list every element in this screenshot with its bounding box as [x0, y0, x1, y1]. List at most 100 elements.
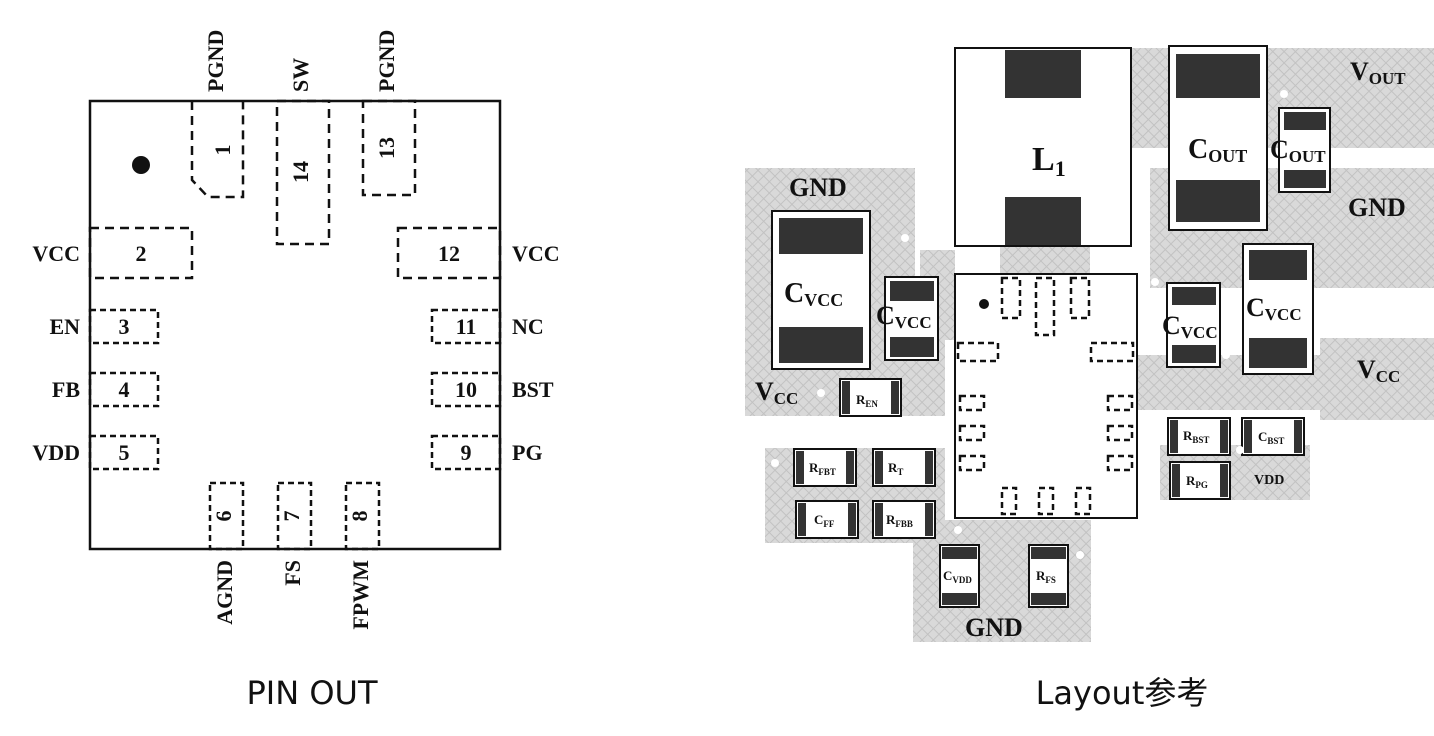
- pad-11: [430, 308, 502, 345]
- cvdd-label: CVDD: [943, 568, 972, 585]
- pin-number-8: 8: [347, 511, 372, 522]
- pin-number-10: 10: [455, 377, 477, 402]
- pin-name-7: FS: [280, 560, 305, 586]
- rbst: RBST: [1167, 417, 1231, 456]
- pin-name-14: SW: [288, 58, 313, 92]
- cvcc-left-small-label: CVCC: [876, 301, 932, 332]
- pin-number-13: 13: [374, 137, 399, 159]
- pad-12: [396, 226, 502, 280]
- rfbt-label: RFBT: [809, 460, 836, 477]
- layout-pin1-dot: [979, 299, 989, 309]
- pin-number-6: 6: [211, 511, 236, 522]
- cbst: CBST: [1241, 417, 1305, 456]
- inductor-l1: L1: [954, 47, 1132, 247]
- pad-6: [208, 481, 245, 551]
- pin-number-1: 1: [210, 145, 235, 156]
- vias: [771, 90, 1288, 559]
- layout-diagram: L1 COUT COUT CVCC CVCC: [745, 45, 1434, 642]
- pad-2: [88, 226, 194, 280]
- rbst-label: RBST: [1183, 428, 1209, 445]
- ic-pad: [958, 424, 986, 442]
- l1-label: L1: [1032, 141, 1066, 181]
- ic-pad: [1106, 424, 1134, 442]
- net-label-vcc-left: VCC: [755, 377, 798, 408]
- pad-13: [361, 99, 417, 197]
- pad-9: [430, 434, 502, 471]
- ic-pad: [1000, 276, 1022, 320]
- pin-number-9: 9: [461, 440, 472, 465]
- net-label-vout: VOUT: [1350, 57, 1406, 88]
- pin-name-5: VDD: [32, 440, 80, 465]
- pin-name-6: AGND: [212, 560, 237, 625]
- net-label-gnd-right: GND: [1348, 193, 1406, 222]
- pad-7: [276, 481, 313, 551]
- net-label-vdd: VDD: [1254, 473, 1284, 488]
- cbst-label: CBST: [1258, 429, 1284, 446]
- pin-number-3: 3: [119, 314, 130, 339]
- cvcc-mid-label: CVCC: [1162, 311, 1218, 342]
- pin-name-8: FPWM: [348, 560, 373, 630]
- net-label-gnd-bottom: GND: [965, 613, 1023, 642]
- ic-pad: [1106, 394, 1134, 412]
- pinout-caption: PIN OUT: [247, 674, 378, 712]
- ic-pad: [956, 341, 1000, 363]
- cvcc-left-large: CVCC: [771, 210, 871, 370]
- cvcc-right: CVCC: [1242, 243, 1314, 375]
- vcc-right-pour: [1320, 338, 1434, 420]
- pin1-marker-dot: [132, 156, 150, 174]
- layout-ic-body: [954, 273, 1138, 519]
- pin-number-14: 14: [288, 161, 313, 183]
- ic-pad: [1069, 276, 1091, 320]
- pin-number-5: 5: [119, 440, 130, 465]
- ic-pad: [1106, 454, 1134, 472]
- ic-pad: [1089, 341, 1135, 363]
- pin-name-13: PGND: [374, 30, 399, 92]
- rfbt: RFBT: [793, 448, 857, 487]
- ic-pad: [958, 454, 986, 472]
- pin-number-2: 2: [136, 241, 147, 266]
- pad-10: [430, 371, 502, 408]
- cvcc-left-large-label: CVCC: [784, 278, 843, 310]
- rfbb: RFBB: [872, 500, 936, 539]
- pin-name-10: BST: [512, 377, 554, 402]
- pin-name-1: PGND: [203, 30, 228, 92]
- ren-label: REN: [856, 392, 878, 409]
- pad-14: [275, 99, 331, 246]
- rpg-label: RPG: [1186, 473, 1208, 490]
- rpg: RPG: [1169, 461, 1231, 500]
- pad-8: [344, 481, 381, 551]
- rt: RT: [872, 448, 936, 487]
- cff-label: CFF: [814, 512, 835, 529]
- ic-pad: [1034, 276, 1056, 337]
- rt-label: RT: [888, 460, 903, 477]
- cvcc-left-small: CVCC: [876, 276, 939, 361]
- cout-large-label: COUT: [1188, 134, 1247, 166]
- pin-number-12: 12: [438, 241, 460, 266]
- pin-number-11: 11: [456, 314, 477, 339]
- cff: CFF: [795, 500, 859, 539]
- cvdd: CVDD: [939, 544, 980, 608]
- pin-name-12: VCC: [512, 241, 560, 266]
- net-label-vcc-right: VCC: [1357, 355, 1400, 386]
- pin-name-9: PG: [512, 440, 543, 465]
- ic-pad: [958, 394, 986, 412]
- pin-name-3: EN: [49, 314, 80, 339]
- pad-1: [190, 101, 245, 199]
- rfs: RFS: [1028, 544, 1069, 608]
- pin-number-7: 7: [279, 511, 304, 522]
- pin-name-11: NC: [512, 314, 544, 339]
- cvcc-right-label: CVCC: [1246, 293, 1302, 324]
- cout-large: COUT: [1168, 45, 1268, 231]
- pin-name-2: VCC: [32, 241, 80, 266]
- pad-3: [88, 308, 160, 345]
- cout-small: COUT: [1270, 107, 1331, 193]
- cvcc-mid: CVCC: [1162, 282, 1221, 368]
- pin-number-4: 4: [119, 377, 130, 402]
- pad-5: [88, 434, 160, 471]
- layout-caption: Layout参考: [1036, 674, 1209, 712]
- net-label-gnd-left: GND: [789, 173, 847, 202]
- rfbb-label: RFBB: [886, 512, 913, 529]
- ren: REN: [839, 378, 902, 417]
- rfs-label: RFS: [1036, 568, 1056, 585]
